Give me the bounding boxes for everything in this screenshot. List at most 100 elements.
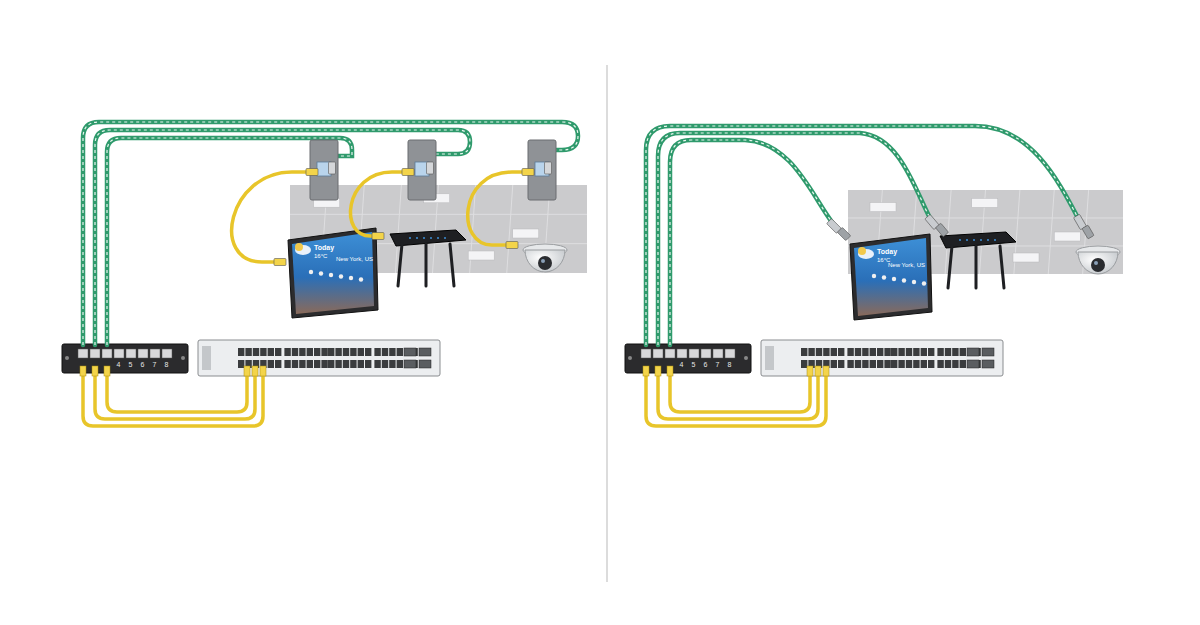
patch-cord	[83, 372, 263, 426]
switch-port	[374, 348, 380, 356]
switch-port	[275, 360, 281, 368]
switch-port	[365, 360, 371, 368]
switch-port	[906, 360, 912, 368]
switch-port	[335, 360, 341, 368]
rj45-plug	[274, 259, 286, 266]
switch-port	[275, 348, 281, 356]
forecast-icon	[912, 280, 916, 284]
patch-port	[126, 349, 136, 358]
rj45-plug	[643, 366, 649, 376]
cable-stripe	[95, 130, 470, 345]
switch-port	[952, 360, 958, 368]
switch-port	[838, 348, 844, 356]
switch-port	[389, 360, 395, 368]
router-led	[959, 239, 961, 241]
rj45-plug	[815, 366, 821, 376]
switch-port	[831, 360, 837, 368]
green-cable	[83, 122, 578, 345]
switch-port	[292, 360, 298, 368]
sfp-port	[419, 360, 431, 368]
switch-port	[906, 348, 912, 356]
cable-stripe	[670, 140, 832, 345]
rj45-plug	[655, 366, 661, 376]
green-cable	[670, 140, 832, 345]
ceiling-light	[1054, 232, 1080, 241]
switch-port	[321, 348, 327, 356]
ceiling-light	[468, 251, 494, 260]
rack-equipment	[62, 340, 440, 426]
switch-port	[350, 360, 356, 368]
screen-text: Today	[877, 248, 897, 255]
sign-screen	[854, 238, 928, 316]
rj45-plug	[506, 242, 518, 249]
rj45-plug	[427, 162, 434, 174]
rj45-plug	[252, 366, 258, 376]
port-number: 6	[141, 361, 145, 368]
patch-port	[701, 349, 711, 358]
rack-equipment	[625, 340, 1003, 426]
switch-port	[365, 348, 371, 356]
switch-port	[299, 360, 305, 368]
router-antenna	[948, 246, 952, 288]
network-switch	[198, 340, 440, 376]
ceiling-grid	[290, 214, 587, 215]
router-antenna	[425, 244, 428, 286]
camera-dome	[525, 250, 565, 272]
port-number: 7	[716, 361, 720, 368]
switch-port	[884, 360, 890, 368]
green-cable	[95, 130, 470, 345]
rj45-plug	[372, 233, 384, 240]
patch-port	[725, 349, 735, 358]
sfp-port	[967, 348, 979, 356]
router-led	[966, 239, 968, 241]
switch-port	[960, 360, 966, 368]
switch-port	[847, 348, 853, 356]
cable-stripe	[658, 133, 930, 345]
lens-glint	[1094, 261, 1098, 265]
switch-port	[831, 348, 837, 356]
sign-screen	[292, 232, 374, 314]
sfp-port	[982, 360, 994, 368]
patch-cord	[107, 372, 247, 412]
rj45-plug	[402, 169, 414, 176]
forecast-icon	[892, 277, 896, 281]
forecast-icon	[359, 277, 363, 281]
switch-port	[307, 360, 313, 368]
screen-text: Today	[314, 244, 334, 251]
switch-port	[389, 348, 395, 356]
switch-port	[884, 348, 890, 356]
switch-port	[913, 360, 919, 368]
sun-icon	[295, 243, 303, 251]
switch-port	[870, 360, 876, 368]
switch-port	[350, 348, 356, 356]
switch-port	[855, 360, 861, 368]
camera-lens	[538, 256, 552, 270]
port-number: 5	[129, 361, 133, 368]
rj45-plug	[260, 366, 266, 376]
cable-stripe	[83, 122, 578, 345]
switch-port	[801, 360, 807, 368]
yellow-cable	[350, 172, 408, 236]
rj45-plug	[306, 169, 318, 176]
forecast-icon	[349, 276, 353, 280]
ceiling-light	[870, 203, 896, 212]
forecast-icon	[319, 271, 323, 275]
switch-port	[855, 348, 861, 356]
switch-port	[268, 360, 274, 368]
switch-leds	[765, 346, 774, 370]
switch-port	[253, 348, 259, 356]
screw	[181, 356, 185, 360]
switch-port	[838, 360, 844, 368]
switch-port	[945, 360, 951, 368]
switch-port	[937, 348, 943, 356]
forecast-icon	[309, 270, 313, 274]
rj45-plug	[935, 223, 948, 237]
router-antenna	[1000, 246, 1004, 288]
ceiling-ground	[848, 190, 1123, 274]
patch-port	[150, 349, 160, 358]
switch-port	[284, 360, 290, 368]
patch-port	[641, 349, 651, 358]
forecast-icon	[339, 274, 343, 278]
patch-port	[114, 349, 124, 358]
switch-port	[870, 348, 876, 356]
